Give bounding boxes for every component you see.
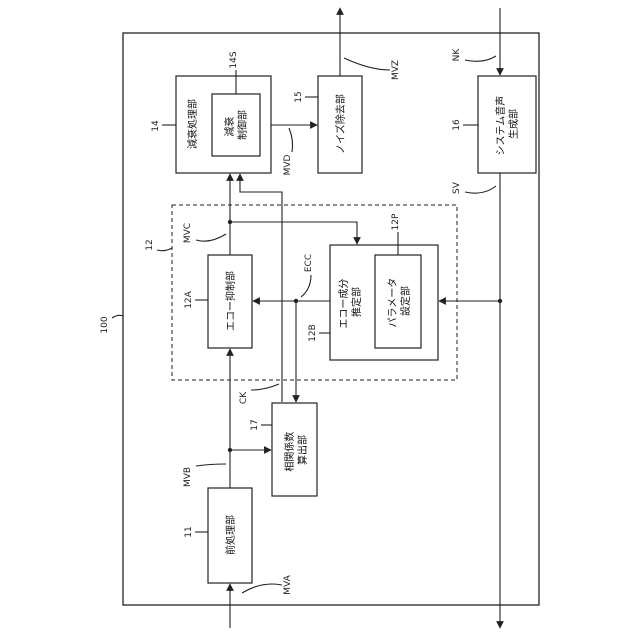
attenuation-control-line2: 制御部	[236, 110, 249, 140]
signal-mvc-to-estimation	[230, 222, 357, 244]
signal-mvz-label: MVZ	[391, 60, 401, 80]
correlation-line2: 算出部	[296, 435, 309, 465]
block-noise-removal-label: ノイズ除去部	[334, 94, 347, 154]
signal-ck-label: CK	[239, 391, 249, 404]
echo-region-leader	[157, 248, 172, 251]
echo-estimation-line2: 推定部	[350, 287, 363, 317]
device-ref-leader	[112, 315, 123, 318]
block-noise-removal-ref: 15	[294, 91, 304, 102]
block-system-voice-generation-ref: 16	[452, 119, 462, 131]
signal-ecc-leader	[301, 275, 311, 297]
signal-mvd-leader	[289, 128, 293, 152]
junction-mvb	[228, 448, 232, 452]
signal-sv-label: SV	[452, 181, 462, 194]
block-echo-suppression-ref: 12A	[184, 290, 194, 308]
signal-mvb-label: MVB	[183, 467, 193, 487]
junction-mvc	[228, 220, 232, 224]
block-attenuation-processing-ref: 14	[151, 120, 161, 132]
correlation-line1: 相関係数	[283, 432, 296, 472]
block-attenuation-control	[212, 94, 260, 156]
signal-mvd-label: MVD	[283, 155, 293, 176]
parameter-setting-line1: パラメータ	[387, 278, 399, 328]
junction-ecc	[294, 299, 298, 303]
signal-nk-leader	[465, 56, 496, 61]
device-ref-label: 100	[100, 316, 110, 333]
block-parameter-setting-ref: 12P	[391, 213, 401, 230]
attenuation-control-line1: 減衰	[223, 117, 236, 137]
block-preprocessing-ref: 11	[184, 526, 194, 537]
block-preprocessing-label: 前処理部	[224, 515, 237, 555]
block-echo-suppression-label: エコー抑制部	[224, 271, 237, 331]
echo-region-ref-label: 12	[145, 239, 155, 250]
signal-nk-label: NK	[452, 48, 462, 62]
signal-mvz-leader	[344, 58, 390, 70]
signal-mva-label: MVA	[283, 574, 293, 594]
echo-estimation-line1: エコー成分	[338, 279, 350, 329]
system-voice-line1: システム音声	[494, 96, 507, 156]
signal-sv-leader	[465, 186, 496, 193]
parameter-setting-line2: 設定部	[399, 286, 412, 316]
signal-mva-leader	[242, 584, 282, 593]
block-attenuation-processing-label: 減衰処理部	[186, 99, 199, 149]
system-voice-line2: 生成部	[507, 109, 520, 139]
block-attenuation-control-ref: 14S	[229, 51, 239, 68]
block-echo-estimation-ref: 12B	[308, 324, 318, 342]
signal-mvc-label: MVC	[183, 223, 193, 243]
signal-ecc-label: ECC	[304, 254, 314, 272]
signal-ck-leader	[251, 384, 279, 390]
block-system-voice-generation	[478, 76, 536, 173]
block-correlation-calc-ref: 17	[250, 419, 260, 430]
signal-mvc-leader	[196, 234, 226, 241]
junction-sv	[498, 299, 502, 303]
signal-mvb-leader	[196, 464, 226, 466]
